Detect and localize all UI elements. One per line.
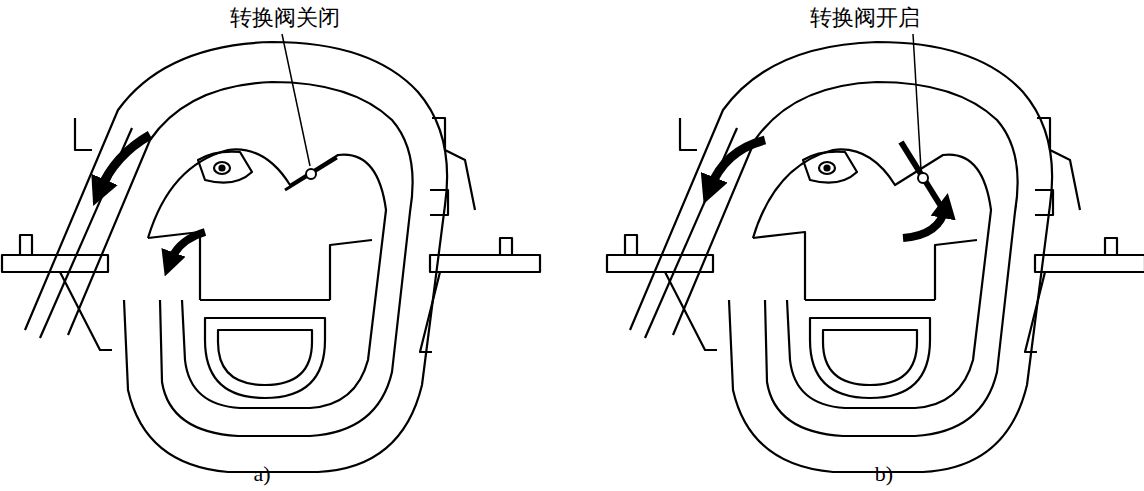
subfigure-label: a) [253,462,270,486]
manifold-a [2,34,540,472]
leader-line [913,34,921,170]
valve-pivot [306,169,316,179]
flow-arrow [100,135,150,190]
manifold-b [607,34,1144,472]
leader-line [282,34,310,166]
subfigure-label: b) [875,462,893,486]
valve-label: 转换阀关闭 [230,6,340,30]
valve-label: 转换阀开启 [810,6,920,30]
valve-flap [901,142,947,216]
flow-arrow [710,140,765,188]
flow-arrow [170,232,205,262]
valve-flap [285,158,337,190]
valve-pivot [918,173,928,183]
flow-arrow [903,208,945,238]
